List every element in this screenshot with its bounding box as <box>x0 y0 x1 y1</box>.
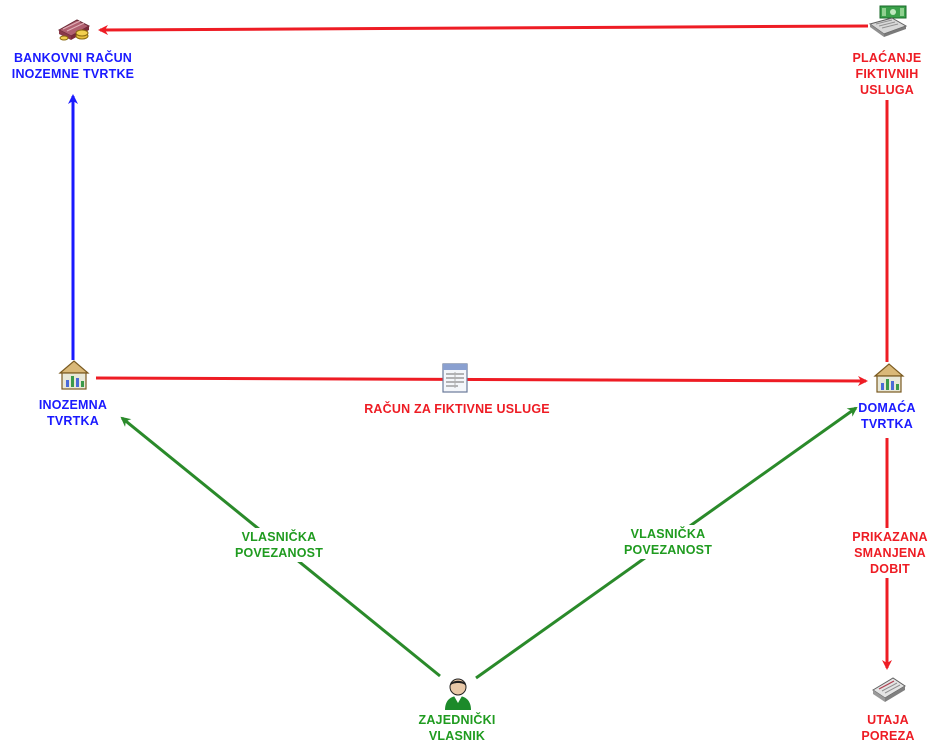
node-fictitious-payment-label: PLAĆANJE FIKTIVNIH USLUGA <box>852 51 922 97</box>
edge-payment-to-bank <box>98 24 869 35</box>
edge-ownership-left-label: VLASNIČKA POVEZANOST <box>225 528 333 562</box>
company-building-icon <box>873 363 905 393</box>
bank-account-icon <box>57 19 91 41</box>
tax-document-icon <box>872 677 906 702</box>
invoice-document-icon <box>442 363 468 393</box>
money-payment-icon <box>868 5 908 37</box>
edge-reduced-profit-label: PRIKAZANA SMANJENA DOBIT <box>840 528 933 578</box>
person-icon <box>445 678 471 710</box>
company-building-icon <box>58 360 90 390</box>
node-invoice-label: RAČUN ZA FIKTIVNE USLUGE <box>345 400 569 418</box>
node-bank-account-label: BANKOVNI RAČUN INOZEMNE TVRTKE <box>11 51 135 81</box>
node-tax-evasion-label: UTAJA POREZA <box>861 713 915 743</box>
node-common-owner-label: ZAJEDNIČKI VLASNIK <box>418 713 496 743</box>
edge-ownership-right-label: VLASNIČKA POVEZANOST <box>614 525 722 559</box>
node-foreign-company-label: INOZEMNA TVRTKA <box>38 398 108 428</box>
edge-foreign-to-domestic <box>95 375 868 386</box>
node-domestic-company-label: DOMAĆA TVRTKA <box>858 401 916 431</box>
